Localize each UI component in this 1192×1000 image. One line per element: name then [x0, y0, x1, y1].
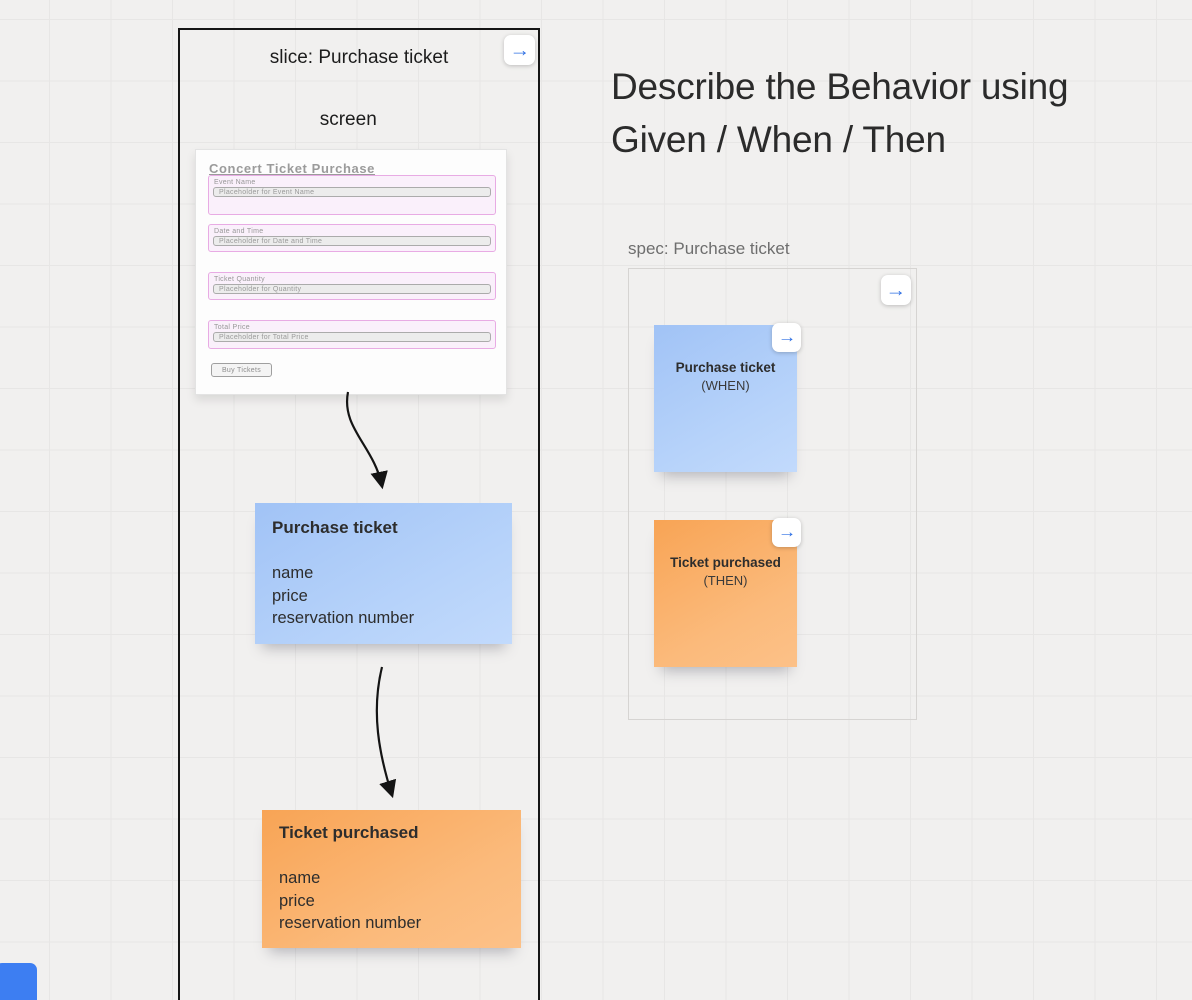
mockup-input: Placeholder for Event Name [213, 187, 491, 197]
mockup-field-label: Date and Time [214, 228, 264, 235]
sticky-note-item: reservation number [279, 914, 422, 932]
spec-frame[interactable]: → [628, 268, 917, 720]
sticky-note-item: reservation number [272, 609, 415, 627]
slice-frame-open-button[interactable]: → [504, 35, 535, 65]
arrow-right-icon: → [777, 523, 796, 541]
mockup-input: Placeholder for Date and Time [213, 236, 491, 246]
sticky-note-item: name [272, 564, 314, 582]
sticky-note-item: name [279, 869, 321, 887]
sticky-note-ticket-purchased[interactable]: Ticket purchased name price reservation … [262, 810, 521, 948]
mockup-title: Concert Ticket Purchase [209, 161, 376, 176]
slice-frame-title[interactable]: slice: Purchase ticket [269, 47, 449, 68]
when-note-open-button[interactable]: → [772, 323, 801, 352]
screen-label[interactable]: screen [319, 109, 377, 130]
connector-screen-to-command[interactable] [345, 391, 388, 490]
mockup-field-label: Total Price [214, 324, 250, 331]
sticky-note-title: Ticket purchased [670, 555, 781, 570]
sticky-note-subtitle: (WHEN) [701, 378, 750, 393]
slice-frame[interactable]: slice: Purchase ticket → screen Concert … [178, 28, 540, 1000]
sticky-note-then[interactable]: → Ticket purchased (THEN) [654, 518, 801, 667]
board-heading-line2: Given / When / Then [611, 119, 946, 160]
then-note-open-button[interactable]: → [772, 518, 801, 547]
spec-frame-title[interactable]: spec: Purchase ticket [628, 239, 790, 258]
sticky-note-items: name price reservation number [272, 562, 495, 630]
mockup-input: Placeholder for Quantity [213, 284, 491, 294]
mockup-buy-tickets-button: Buy Tickets [211, 363, 272, 377]
mockup-field-date-time: Date and Time Placeholder for Date and T… [208, 224, 496, 252]
mockup-placeholder: Placeholder for Event Name [219, 188, 315, 196]
mockup-field-quantity: Ticket Quantity Placeholder for Quantity [208, 272, 496, 300]
mockup-field-label: Event Name [214, 179, 256, 186]
mockup-placeholder: Placeholder for Quantity [219, 285, 302, 293]
arrow-right-icon: → [509, 40, 530, 60]
mockup-field-label: Ticket Quantity [214, 276, 265, 283]
arrow-right-icon: → [885, 280, 907, 300]
sticky-note-item: price [272, 586, 308, 605]
sticky-note-item: price [279, 891, 315, 910]
mockup-placeholder: Placeholder for Total Price [219, 333, 309, 341]
board-heading-line1: Describe the Behavior using [611, 66, 1069, 107]
connector-command-to-event[interactable] [375, 666, 397, 799]
sticky-note-title: Purchase ticket [272, 518, 398, 537]
sticky-note-subtitle: (THEN) [703, 573, 748, 588]
screen-mockup[interactable]: Concert Ticket Purchase Event Name Place… [195, 149, 507, 395]
sticky-note-title: Ticket purchased [279, 823, 419, 842]
sticky-note-purchase-ticket[interactable]: Purchase ticket name price reservation n… [255, 503, 512, 644]
partial-board-object[interactable] [0, 963, 37, 1000]
board-heading[interactable]: Describe the Behavior using Given / When… [611, 60, 1069, 166]
sticky-note-items: name price reservation number [279, 867, 504, 935]
mockup-input: Placeholder for Total Price [213, 332, 491, 342]
arrow-right-icon: → [777, 328, 796, 346]
sticky-note-when[interactable]: → Purchase ticket (WHEN) [654, 323, 801, 472]
spec-frame-open-button[interactable]: → [881, 275, 911, 305]
mockup-field-event-name: Event Name Placeholder for Event Name [208, 175, 496, 215]
mockup-placeholder: Placeholder for Date and Time [219, 237, 323, 245]
sticky-note-title: Purchase ticket [675, 360, 776, 375]
mockup-field-total-price: Total Price Placeholder for Total Price [208, 320, 496, 349]
